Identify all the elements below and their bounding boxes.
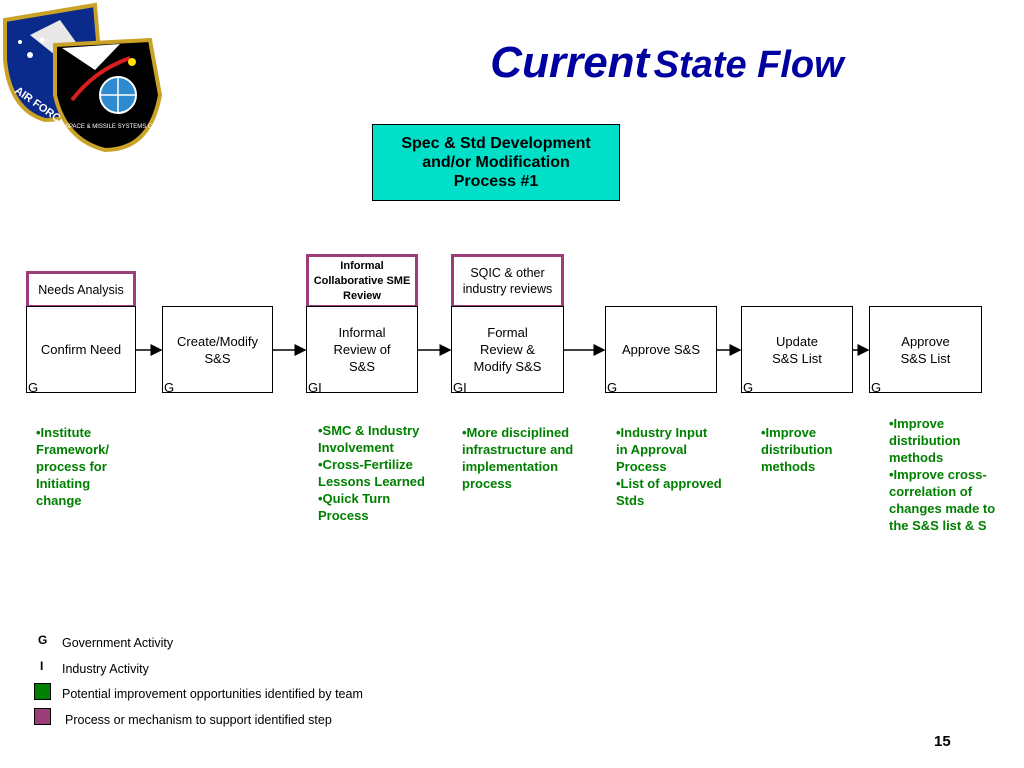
title-part-1: Current [490, 38, 650, 87]
logo-emblems: AIR FORCE SPACE & MISSILE SYSTEMS CENTER [2, 2, 170, 153]
improvement-informal-review: •SMC & Industry Involvement •Cross-Ferti… [318, 422, 426, 524]
slide-title: Current State Flow [0, 38, 1024, 88]
legend-text-industry: Industry Activity [62, 662, 149, 676]
step-informal-review: Informal Review of S&S [306, 306, 418, 393]
improvement-approve-ss: •Industry Input in Approval Process •Lis… [616, 424, 722, 509]
improvement-update-list: •Improve distribution methods [761, 424, 851, 475]
tag-update-list: G [743, 380, 754, 395]
tag-create-modify: G [164, 380, 175, 395]
support-informal-sme-review: Informal Collaborative SME Review [306, 254, 418, 308]
legend-text-improvement: Potential improvement opportunities iden… [62, 687, 363, 701]
step-create-modify: Create/Modify S&S [162, 306, 273, 393]
svg-text:SPACE & MISSILE SYSTEMS CENTER: SPACE & MISSILE SYSTEMS CENTER [65, 124, 170, 130]
legend-symbol-i: I [40, 659, 44, 673]
space-missile-systems-center-emblem: SPACE & MISSILE SYSTEMS CENTER [53, 37, 170, 153]
legend-green-square [34, 683, 51, 700]
support-sqic-reviews: SQIC & other industry reviews [451, 254, 564, 308]
improvement-approve-list: •Improve distribution methods •Improve c… [889, 415, 999, 534]
tag-informal-review: GI [308, 380, 322, 395]
improvement-confirm-need: •Institute Framework/ process for Initia… [36, 424, 128, 509]
legend-text-government: Government Activity [62, 636, 174, 650]
improvement-approve-ss-text: •Industry Input in Approval Process •Lis… [616, 425, 722, 508]
step-formal-review: Formal Review & Modify S&S [451, 306, 564, 393]
tag-confirm-need: G [28, 380, 39, 395]
improvement-approve-list-text: •Improve distribution methods •Improve c… [889, 416, 996, 533]
page-number: 15 [934, 733, 951, 750]
improvement-confirm-need-text: •Institute Framework/ process for Initia… [36, 425, 109, 508]
step-approve-ss: Approve S&S [605, 306, 717, 393]
step-update-list: Update S&S List [741, 306, 853, 393]
improvement-formal-review: •More disciplined infrastructure and imp… [462, 424, 574, 492]
legend-text-support: Process or mechanism to support identifi… [65, 713, 332, 727]
tag-formal-review: GI [453, 380, 467, 395]
tag-approve-ss: G [607, 380, 618, 395]
support-needs-analysis: Needs Analysis [26, 271, 136, 308]
tag-approve-list: G [871, 380, 882, 395]
step-confirm-need: Confirm Need [26, 306, 136, 393]
process-header-box: Spec & Std Development and/or Modificati… [372, 124, 620, 201]
step-approve-list: Approve S&S List [869, 306, 982, 393]
improvement-informal-review-text: •SMC & Industry Involvement •Cross-Ferti… [318, 423, 425, 523]
legend-purple-square [34, 708, 51, 725]
improvement-update-list-text: •Improve distribution methods [761, 425, 833, 474]
title-part-2: State Flow [653, 44, 844, 86]
improvement-formal-review-text: •More disciplined infrastructure and imp… [462, 425, 574, 491]
legend-symbol-g: G [38, 633, 48, 647]
